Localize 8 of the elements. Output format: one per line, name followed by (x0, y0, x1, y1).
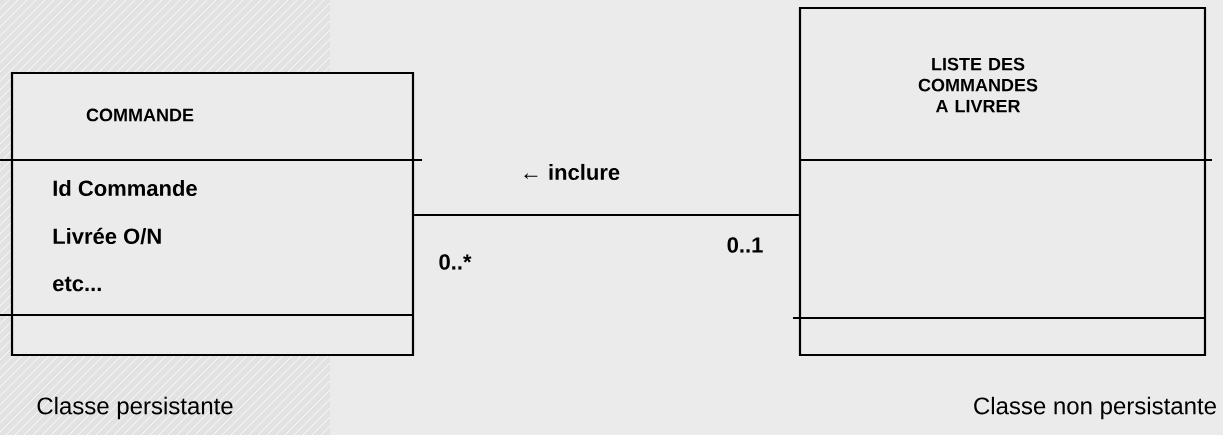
multiplicity-label: 0..1 (727, 237, 763, 253)
class-box: COMMANDE Id Commande Livrée O/N etc... Classe persistante (0, 71, 422, 420)
node-label: Classe persistante (37, 396, 233, 420)
class-box: LISTE DES COMMANDES A LIVRER Classe non persistante (793, 6, 1216, 420)
association-line (414, 213, 799, 217)
node-label: Classe non persistante (974, 396, 1216, 420)
edge-label: ← inclure (524, 163, 620, 181)
multiplicity-label: 0..* (439, 254, 472, 270)
